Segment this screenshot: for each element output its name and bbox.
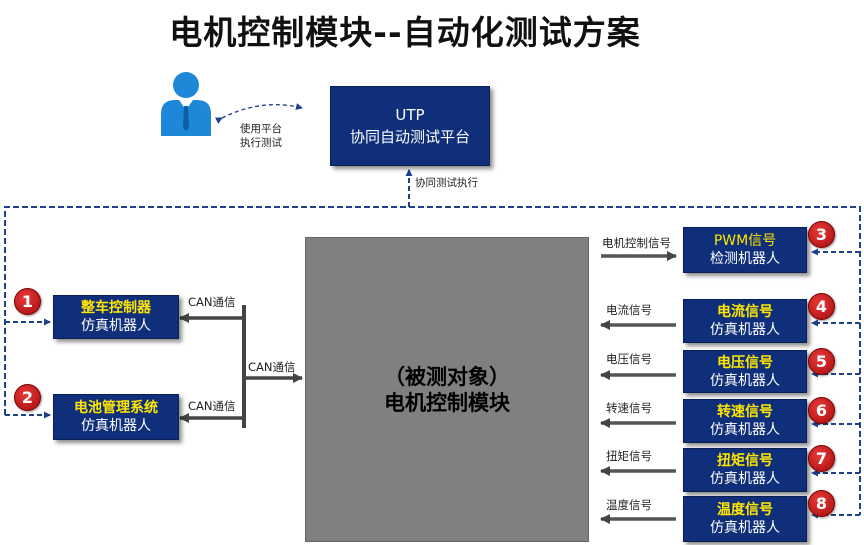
bms-robot-subtitle: 仿真机器人 (81, 418, 151, 434)
user-note: 使用平台 执行测试 (240, 122, 282, 150)
utp-subtitle: 协同自动测试平台 (349, 128, 470, 146)
vcu-robot-title: 整车控制器 (81, 300, 151, 316)
badge-4: 4 (808, 293, 835, 320)
dut-box: （被测对象） 电机控制模块 (305, 237, 589, 542)
bms-robot-title: 电池管理系统 (74, 400, 158, 416)
user-note-line1: 使用平台 (240, 123, 282, 135)
signal-label-current: 电流信号 (606, 303, 652, 317)
temperature-robot-title: 温度信号 (717, 502, 773, 518)
badge-3: 3 (808, 221, 835, 248)
can-label-vcu: CAN通信 (188, 295, 236, 309)
signal-label-temperature: 温度信号 (606, 498, 652, 512)
signal-label-pwm: 电机控制信号 (602, 236, 671, 250)
dut-line2: 电机控制模块 (384, 390, 510, 415)
can-bus-label: CAN通信 (248, 360, 296, 374)
signal-label-torque: 扭矩信号 (606, 449, 652, 463)
bms-robot-box: 电池管理系统 仿真机器人 (53, 394, 179, 440)
pwm-robot-box: PWM信号 检测机器人 (683, 227, 807, 273)
signal-label-voltage: 电压信号 (606, 352, 652, 366)
exec-frame (4, 206, 861, 515)
badge-5: 5 (808, 348, 835, 375)
utp-platform-box: UTP 协同自动测试平台 (330, 86, 490, 166)
current-robot-box: 电流信号 仿真机器人 (683, 299, 807, 343)
dut-line1: （被测对象） (384, 364, 510, 389)
vcu-robot-box: 整车控制器 仿真机器人 (53, 295, 179, 339)
badge-2: 2 (14, 384, 41, 411)
pwm-robot-title: PWM信号 (713, 233, 777, 249)
speed-robot-title: 转速信号 (717, 404, 773, 420)
vcu-robot-subtitle: 仿真机器人 (81, 318, 151, 334)
page-title: 电机控制模块--自动化测试方案 (169, 13, 641, 52)
badge-7: 7 (808, 445, 835, 472)
can-label-bms: CAN通信 (188, 399, 236, 413)
user-note-line2: 执行测试 (240, 137, 282, 149)
voltage-robot-title: 电压信号 (717, 354, 773, 371)
utp-title: UTP (395, 106, 425, 124)
voltage-robot-subtitle: 仿真机器人 (710, 372, 780, 389)
temperature-robot-box: 温度信号 仿真机器人 (683, 496, 807, 542)
exec-label: 协同测试执行 (415, 177, 478, 189)
torque-robot-box: 扭矩信号 仿真机器人 (683, 448, 807, 492)
temperature-robot-subtitle: 仿真机器人 (710, 520, 780, 536)
badge-8: 8 (808, 490, 835, 517)
badge-6: 6 (808, 397, 835, 424)
user-icon (161, 72, 211, 136)
current-robot-title: 电流信号 (717, 304, 773, 320)
badge-1: 1 (14, 288, 41, 315)
current-robot-subtitle: 仿真机器人 (710, 322, 780, 338)
pwm-robot-subtitle: 检测机器人 (710, 251, 780, 267)
torque-robot-subtitle: 仿真机器人 (710, 471, 780, 487)
user-utp-link (215, 103, 303, 124)
torque-robot-title: 扭矩信号 (717, 453, 773, 469)
signal-label-speed: 转速信号 (606, 401, 652, 415)
voltage-robot-box: 电压信号 仿真机器人 (683, 350, 807, 393)
speed-robot-box: 转速信号 仿真机器人 (683, 399, 807, 443)
speed-robot-subtitle: 仿真机器人 (710, 422, 780, 438)
